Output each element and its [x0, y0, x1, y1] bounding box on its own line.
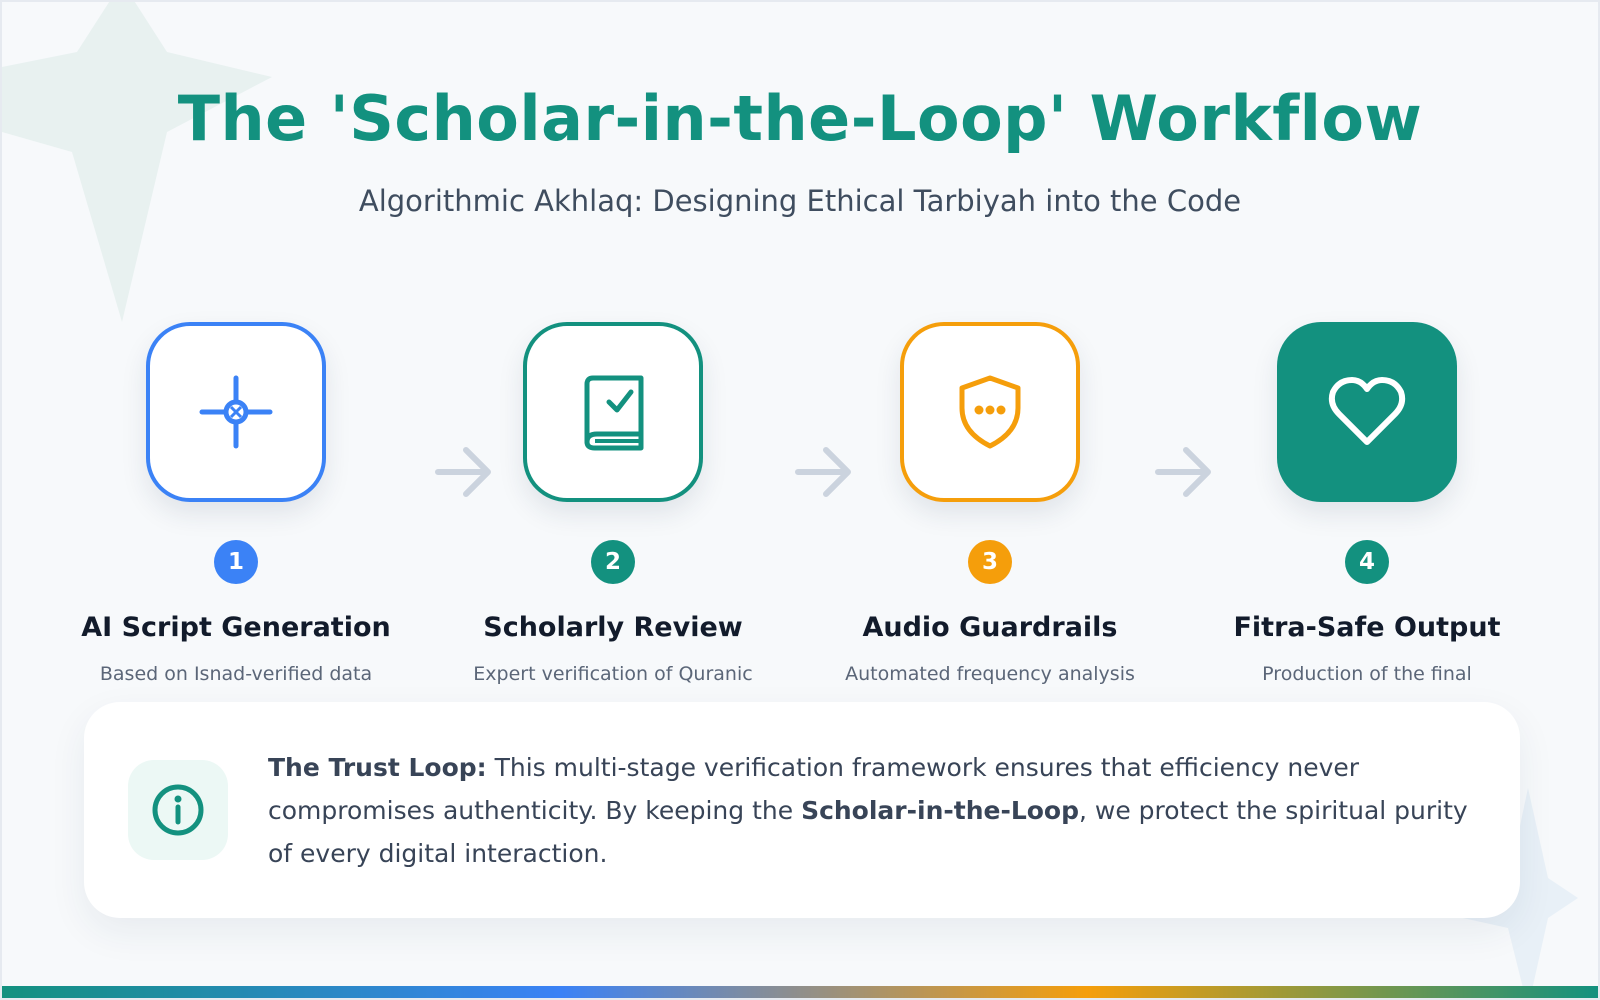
step-icon-box	[146, 322, 326, 502]
step-title: AI Script Generation	[81, 612, 391, 643]
step-number-badge: 1	[214, 540, 258, 584]
step-number-badge: 2	[591, 540, 635, 584]
trust-loop-emphasis: Scholar-in-the-Loop	[801, 796, 1080, 825]
arrow-right-icon	[435, 447, 491, 497]
decorative-star-icon	[2, 2, 272, 322]
arrow-right-icon	[1155, 447, 1211, 497]
step-description: Based on Isnad-verified data	[99, 663, 373, 685]
step-description: Production of the final	[1262, 663, 1472, 685]
book-check-icon	[584, 375, 644, 451]
page-subtitle: Algorithmic Akhlaq: Designing Ethical Ta…	[358, 184, 1242, 218]
info-icon	[152, 784, 204, 836]
crosshair-icon	[199, 375, 273, 449]
arrow-right-icon	[795, 447, 851, 497]
step-icon-box	[1277, 322, 1457, 502]
step-ai-script-generation: 1 AI Script Generation Based on Isnad-ve…	[56, 322, 416, 685]
shield-dots-icon	[959, 375, 1021, 449]
trust-loop-card: The Trust Loop: This multi-stage verific…	[84, 702, 1520, 918]
step-title: Audio Guardrails	[862, 612, 1118, 643]
page-title: The 'Scholar-in-the-Loop' Workflow	[177, 82, 1423, 155]
step-number-badge: 4	[1345, 540, 1389, 584]
heart-icon	[1328, 377, 1406, 445]
step-audio-guardrails: 3 Audio Guardrails Automated frequency a…	[810, 322, 1170, 685]
step-title: Fitra-Safe Output	[1233, 612, 1501, 643]
step-icon-box	[900, 322, 1080, 502]
step-fitra-safe-output: 4 Fitra-Safe Output Production of the fi…	[1187, 322, 1547, 685]
trust-loop-label: The Trust Loop:	[268, 753, 487, 782]
step-description: Automated frequency analysis	[845, 663, 1135, 685]
bottom-gradient-bar	[2, 986, 1598, 998]
step-title: Scholarly Review	[483, 612, 743, 643]
step-icon-box	[523, 322, 703, 502]
trust-loop-text-part: This multi-stage verification framework …	[268, 753, 1360, 825]
trust-loop-text-part: , we protect the spiritual purity of eve…	[268, 796, 1468, 868]
step-description: Expert verification of Quranic	[473, 663, 753, 685]
step-scholarly-review: 2 Scholarly Review Expert verification o…	[433, 322, 793, 685]
info-icon-box	[128, 760, 228, 860]
trust-loop-text: The Trust Loop: This multi-stage verific…	[268, 746, 1478, 875]
step-number-badge: 3	[968, 540, 1012, 584]
